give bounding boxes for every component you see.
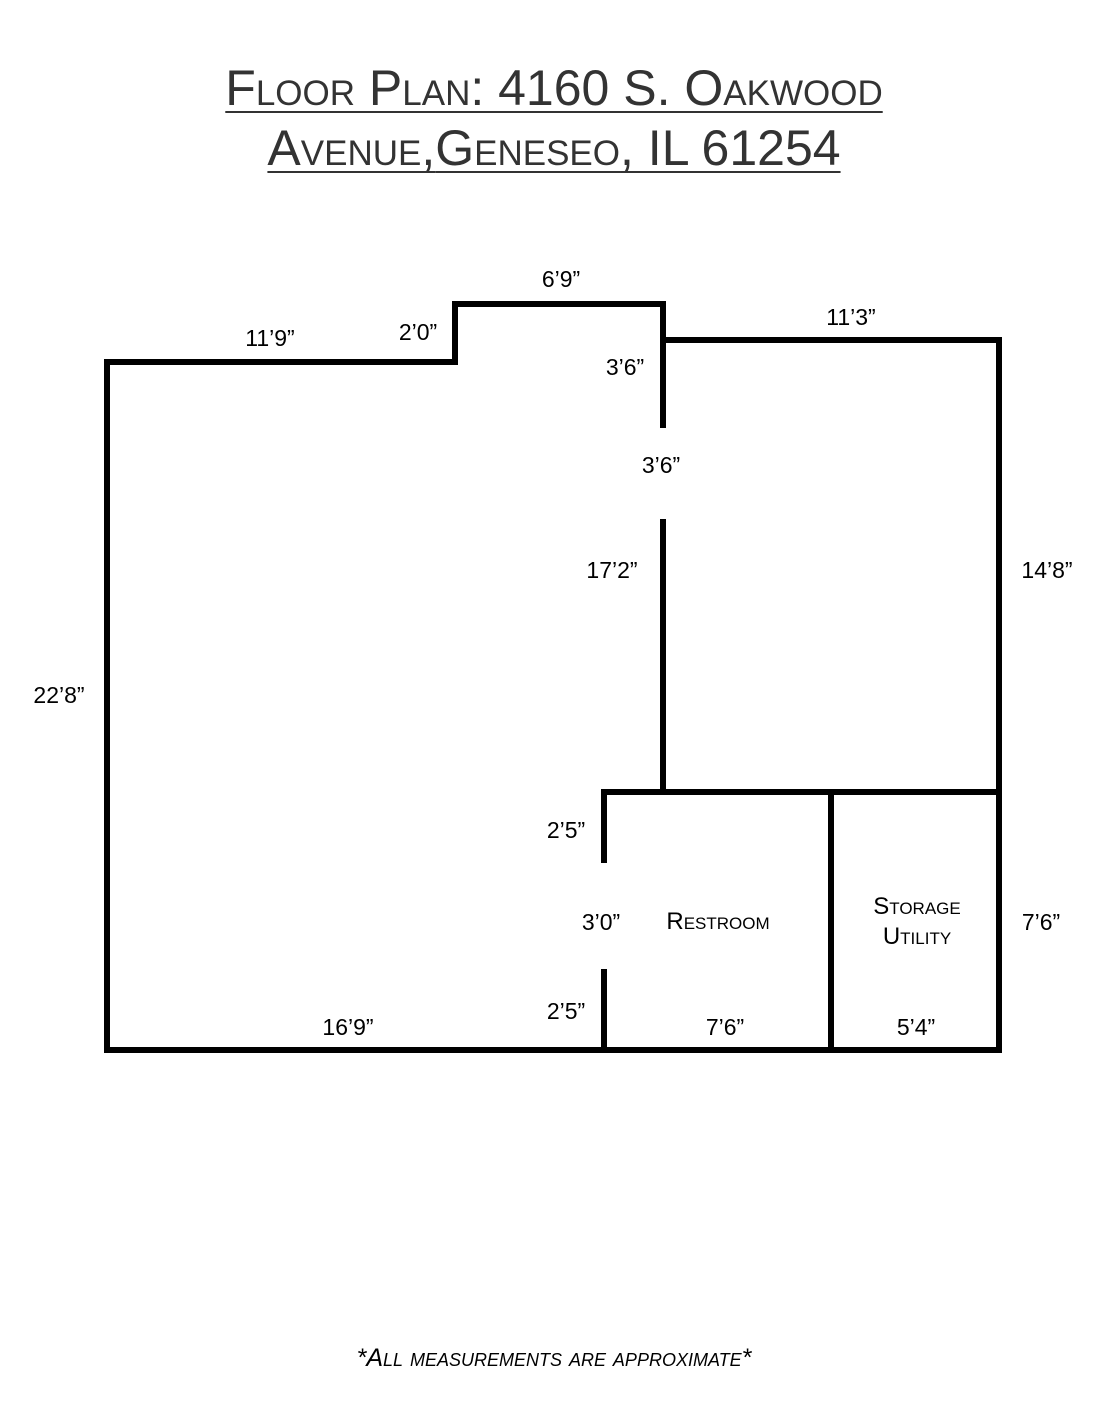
dim-top-right-wall: 11’3” bbox=[826, 304, 876, 330]
room-label-restroom: Restroom bbox=[666, 908, 770, 935]
dim-bottom-left: 16’9” bbox=[322, 1014, 374, 1040]
dim-partition-opening: 3’6” bbox=[641, 452, 681, 478]
title-city: Geneseo bbox=[435, 120, 621, 176]
title-line-2-start: Avenue, bbox=[267, 120, 436, 176]
dim-jog-left: 2’0” bbox=[398, 319, 438, 345]
footnote: *All measurements are approximate* bbox=[356, 1344, 752, 1372]
dim-bottom-restroom: 7’6” bbox=[705, 1014, 745, 1040]
room-label-storage-line1: Storage bbox=[873, 893, 961, 920]
dim-right-wall-upper: 14’8” bbox=[1021, 557, 1073, 583]
dim-top-left-wall: 11’9” bbox=[245, 325, 295, 351]
dim-restroom-wall-lower: 2’5” bbox=[546, 998, 586, 1024]
dim-right-wall-lower: 7’6” bbox=[1021, 909, 1061, 935]
exterior-wall bbox=[104, 301, 1002, 1053]
title-line-1: Floor Plan: 4160 S. Oakwood bbox=[225, 60, 883, 116]
dim-jog-top: 6’9” bbox=[541, 266, 581, 292]
dim-bottom-storage: 5’4” bbox=[896, 1014, 936, 1040]
room-label-storage-line2: Utility bbox=[882, 923, 952, 950]
dim-partition-upper: 3’6” bbox=[605, 354, 645, 380]
dim-partition-lower: 17’2” bbox=[586, 557, 638, 583]
title-line-2: Avenue, Geneseo, IL 61254 bbox=[267, 118, 840, 178]
dim-left-wall: 22’8” bbox=[33, 682, 85, 708]
page-title: Floor Plan: 4160 S. Oakwood Avenue, Gene… bbox=[0, 58, 1108, 178]
dim-restroom-wall-upper: 2’5” bbox=[546, 817, 586, 843]
dim-restroom-door: 3’0” bbox=[581, 909, 621, 935]
room-label-storage: Storage Utility bbox=[873, 892, 961, 952]
title-line-2-end: , IL 61254 bbox=[620, 120, 841, 176]
